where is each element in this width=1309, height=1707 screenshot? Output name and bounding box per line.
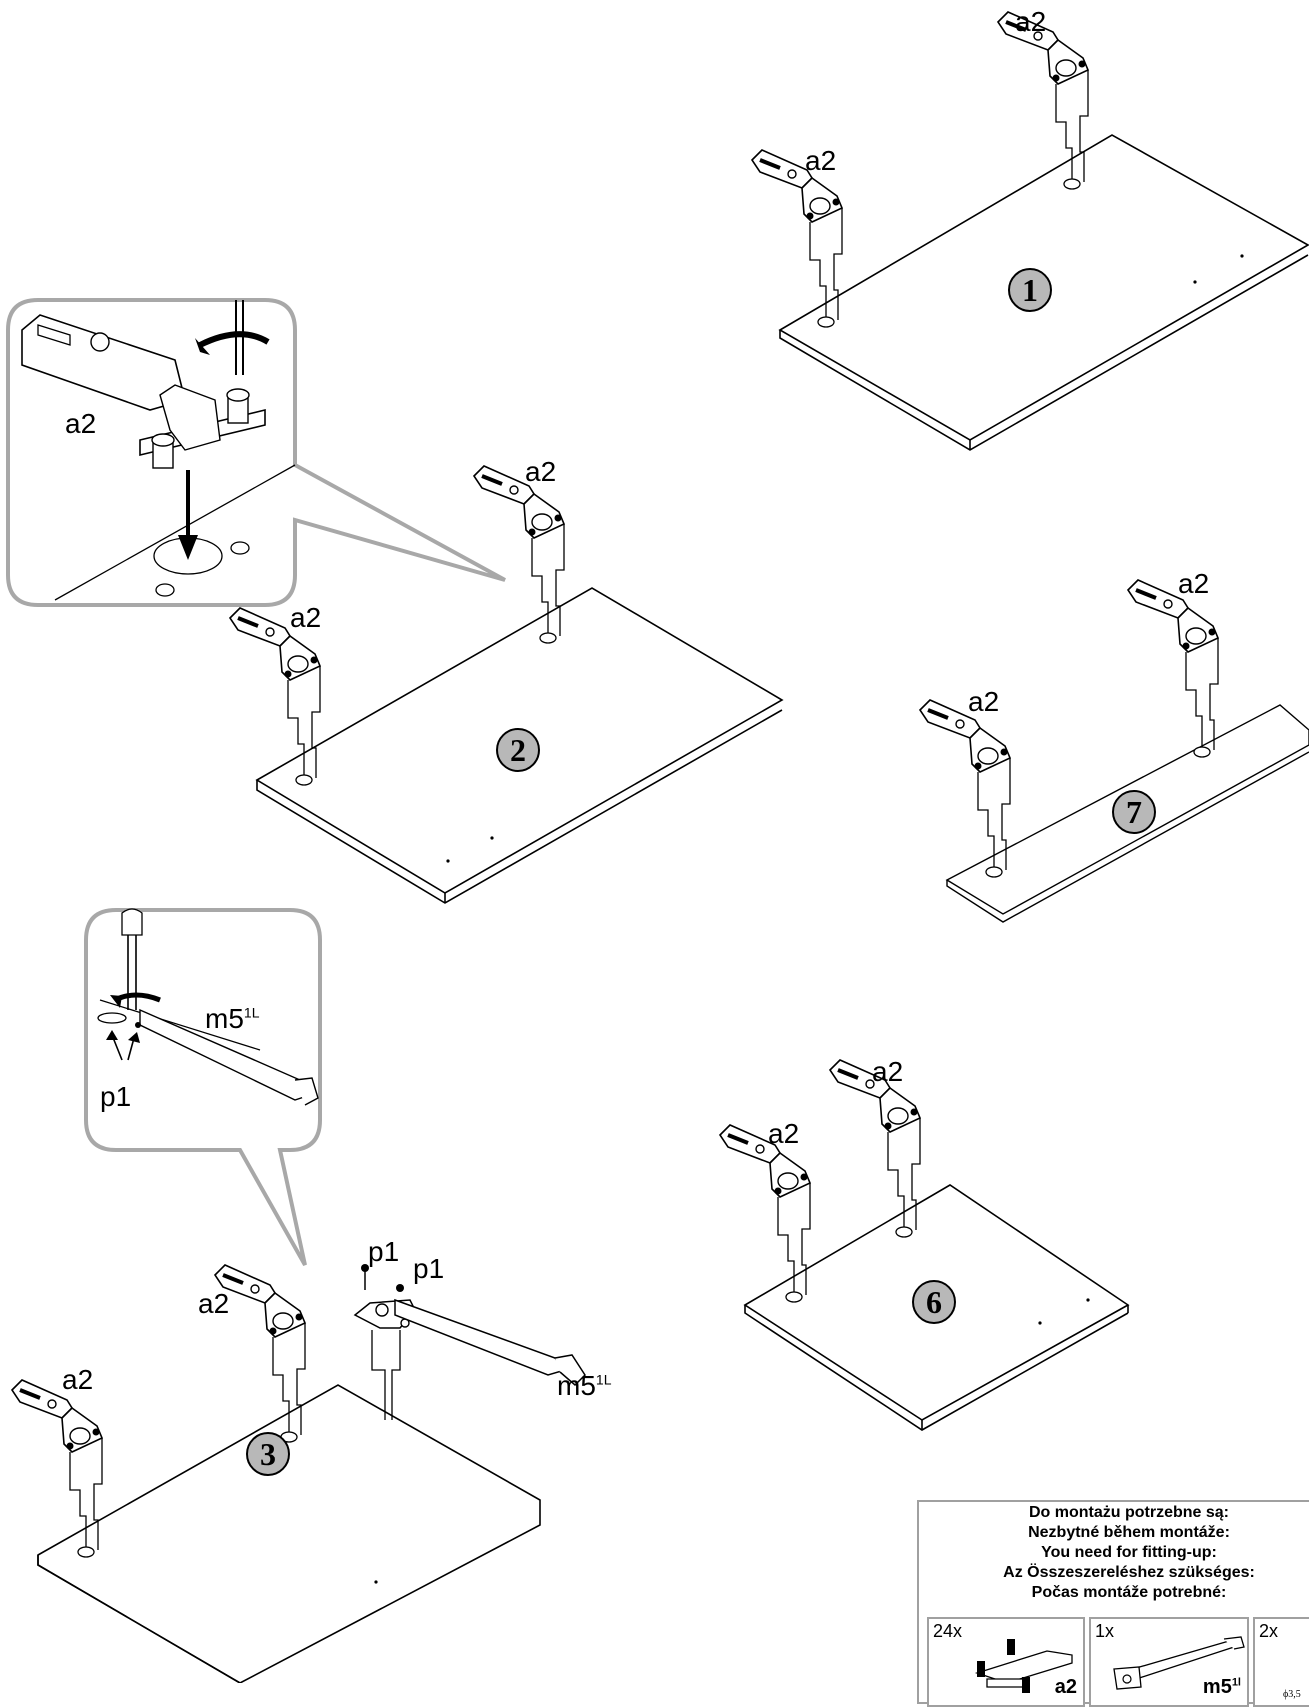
step-number-1: 1 — [1008, 268, 1052, 312]
label-p1: p1 — [368, 1236, 400, 1267]
label-a2: a2 — [768, 1118, 800, 1149]
label-a2: a2 — [65, 408, 97, 439]
label-a2: a2 — [968, 686, 1000, 717]
parts-needed-box: Do montażu potrzebne są: Nezbytné během … — [917, 1500, 1309, 1707]
parts-header-line: Nezbytné během montáže: — [1028, 1524, 1230, 1541]
label-a2: a2 — [290, 602, 322, 633]
label-a2: a2 — [805, 145, 837, 176]
part-size: ϕ3,5 — [1283, 1689, 1301, 1700]
step-number-3: 3 — [246, 1432, 290, 1476]
label-p1: p1 — [100, 1081, 132, 1112]
callout-middle-left — [84, 908, 322, 1266]
part-cell-a2: 24x a2 — [927, 1617, 1085, 1707]
label-a2: a2 — [872, 1056, 904, 1087]
step-number-2: 2 — [496, 728, 540, 772]
label-p1: p1 — [413, 1253, 445, 1284]
label-a2: a2 — [1015, 6, 1047, 37]
panel-3 — [37, 1384, 541, 1683]
label-a2: a2 — [198, 1288, 230, 1319]
label-a2: a2 — [525, 456, 557, 487]
step-number-7: 7 — [1112, 790, 1156, 834]
parts-header-line: Az Összeszereléshez szükséges: — [1003, 1564, 1255, 1581]
label-m5: m51L — [557, 1370, 612, 1401]
callout-top-left — [6, 298, 506, 607]
m5-mounting-arm — [353, 1264, 586, 1420]
label-a2: a2 — [1178, 568, 1210, 599]
part-cell-screw: 2x ϕ3,5 — [1253, 1617, 1309, 1707]
parts-header-line: Do montażu potrzebne są: — [1028, 1504, 1229, 1521]
part-code: m51l — [1202, 1676, 1241, 1698]
part-cell-m5: 1x m51l — [1089, 1617, 1249, 1707]
part-qty: 24x — [933, 1621, 963, 1641]
part-code: a2 — [1054, 1676, 1077, 1698]
label-m5: m51L — [205, 1003, 260, 1034]
parts-header-line: Počas montáže potrebné: — [1031, 1584, 1227, 1601]
step-number-6: 6 — [912, 1280, 956, 1324]
label-a2: a2 — [62, 1364, 94, 1395]
part-qty: 2x — [1259, 1621, 1279, 1641]
part-qty: 1x — [1095, 1621, 1115, 1641]
parts-header-line: You need for fitting-up: — [1041, 1544, 1217, 1561]
